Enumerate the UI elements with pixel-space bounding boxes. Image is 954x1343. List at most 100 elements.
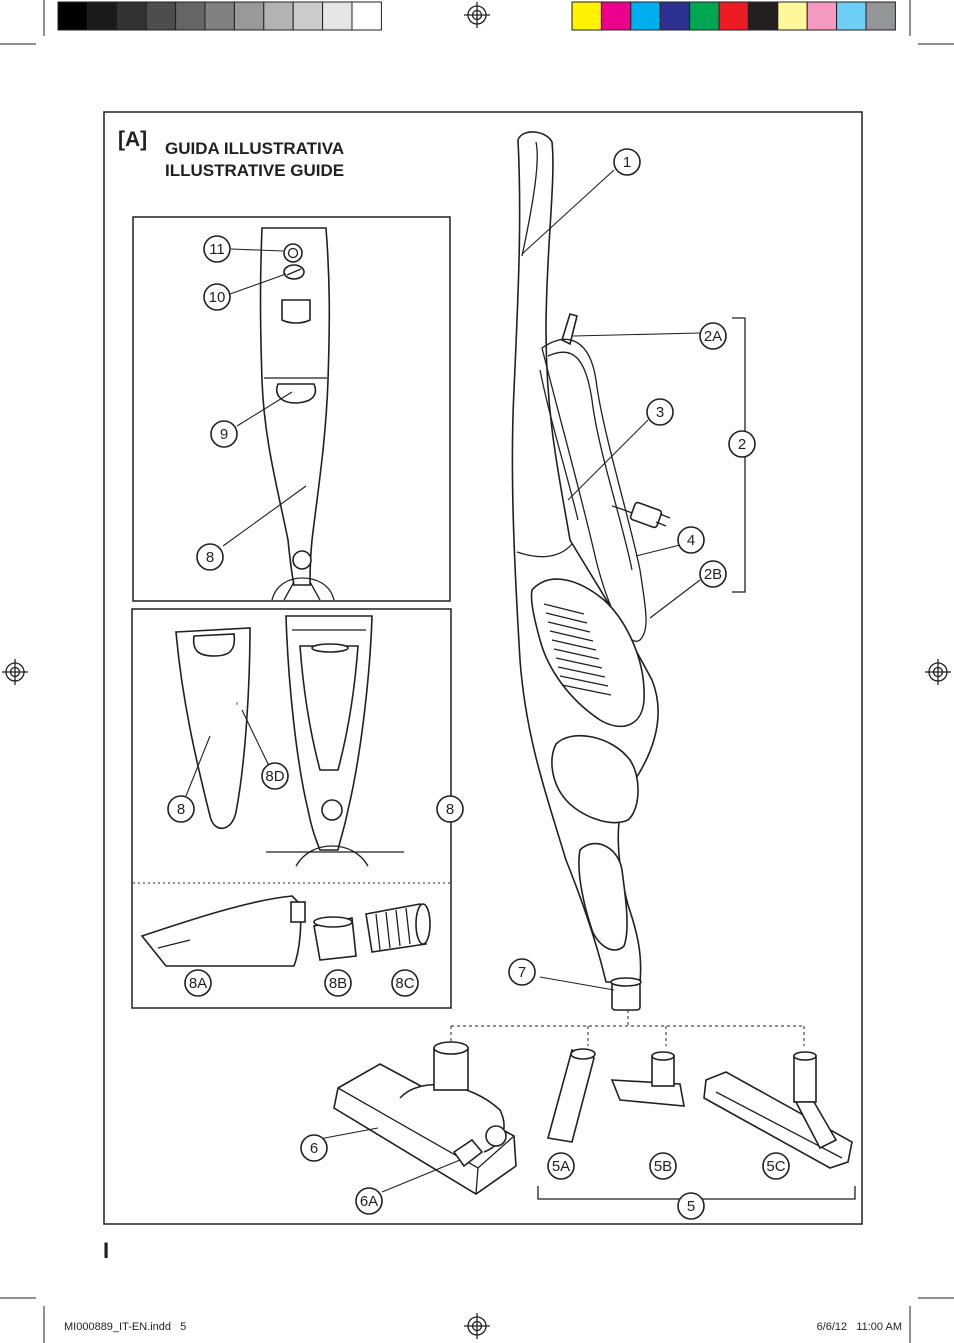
callout-8-handheld: 8	[196, 543, 224, 571]
dust-bin-open-illustration	[140, 895, 306, 967]
callout-8-handle: 8	[167, 795, 195, 823]
callout-3: 3	[646, 398, 674, 426]
callout-5: 5	[677, 1192, 705, 1220]
color-swatch	[571, 1, 602, 31]
color-swatch	[630, 1, 661, 31]
callout-10: 10	[203, 283, 231, 311]
callout-1: 1	[613, 148, 641, 176]
svg-text:5: 5	[687, 1198, 695, 1215]
grille-slat	[543, 603, 585, 615]
callout-8d: 8D	[261, 762, 289, 790]
svg-text:8D: 8D	[265, 768, 284, 785]
svg-text:7: 7	[518, 964, 526, 981]
svg-text:5C: 5C	[766, 1158, 785, 1175]
grille-slat	[551, 639, 597, 651]
svg-text:5B: 5B	[654, 1158, 672, 1175]
svg-text:2B: 2B	[704, 566, 722, 583]
registration-mark-right-icon	[925, 659, 951, 685]
grille-slat	[547, 621, 591, 633]
parquet-brush-5c-illustration	[703, 1051, 853, 1169]
crevice-tool-5a-illustration	[546, 1048, 596, 1143]
callout-8b: 8B	[324, 969, 352, 997]
callout-5a: 5A	[547, 1152, 575, 1180]
callout-2a: 2A	[699, 322, 727, 350]
color-swatch	[865, 1, 896, 31]
registration-mark-top-icon	[464, 2, 490, 28]
accessory-connector-dotted	[450, 1010, 805, 1046]
color-swatch	[777, 1, 808, 31]
color-swatch	[659, 1, 691, 31]
footer-date-info: 6/6/12 11:00 AM	[817, 1321, 902, 1333]
svg-text:8: 8	[177, 801, 185, 818]
grille-slat	[553, 648, 600, 660]
svg-text:8: 8	[206, 549, 214, 566]
grille-slat	[557, 666, 606, 678]
callout-9: 9	[210, 420, 238, 448]
svg-text:11: 11	[209, 241, 225, 258]
color-swatch	[351, 1, 382, 31]
callout-5c: 5C	[762, 1152, 790, 1180]
heading-title-english: ILLUSTRATIVE GUIDE	[165, 161, 344, 180]
page-marker: I	[103, 1238, 109, 1263]
main-frame	[103, 111, 863, 1225]
color-swatch	[175, 1, 206, 31]
svg-text:1: 1	[623, 154, 631, 171]
upholstery-nozzle-5b-illustration	[610, 1051, 685, 1107]
color-swatch	[233, 1, 265, 31]
registration-mark-left-icon	[2, 659, 28, 685]
callout-7: 7	[508, 958, 536, 986]
color-swatch-strip	[571, 1, 896, 31]
callout-2b: 2B	[699, 560, 727, 588]
panel-handheld-unit	[132, 216, 451, 602]
grille-slat	[559, 675, 609, 687]
heading-code: [A]	[118, 128, 147, 151]
callout-6a: 6A	[355, 1187, 383, 1215]
svg-text:4: 4	[687, 532, 695, 549]
callout-8c: 8C	[391, 969, 419, 997]
heading-title-italian: GUIDA ILLUSTRATIVA	[165, 139, 344, 158]
callout-8a: 8A	[184, 969, 212, 997]
callout-6: 6	[300, 1134, 328, 1162]
svg-text:6: 6	[310, 1140, 318, 1157]
registration-mark-bottom-icon	[464, 1313, 490, 1339]
grille-slat	[549, 630, 594, 642]
floor-brush-6-illustration	[333, 1041, 517, 1195]
callout-8-right: 8	[436, 795, 464, 823]
color-swatch	[86, 1, 118, 31]
color-swatch	[600, 1, 632, 31]
color-swatch	[263, 1, 294, 31]
svg-text:ᴿ: ᴿ	[236, 702, 239, 708]
svg-text:5A: 5A	[552, 1158, 570, 1175]
color-swatch	[689, 1, 720, 31]
filter-8c-illustration	[365, 903, 431, 953]
color-swatch	[747, 1, 779, 31]
callout-2: 2	[728, 430, 756, 458]
svg-text:8B: 8B	[329, 975, 347, 992]
svg-text:10: 10	[209, 289, 226, 306]
grille-slat	[555, 657, 603, 669]
callout-5b: 5B	[649, 1152, 677, 1180]
grille-slat	[545, 612, 588, 624]
color-swatch	[145, 1, 177, 31]
svg-text:8C: 8C	[395, 975, 414, 992]
svg-text:9: 9	[220, 426, 228, 443]
filter-8b-illustration	[313, 916, 357, 961]
footer-file-info: MI000889_IT-EN.indd 5	[64, 1321, 186, 1333]
gray-swatch-strip	[57, 1, 382, 31]
color-swatch	[204, 1, 235, 31]
grille-slat	[561, 684, 612, 696]
upright-vacuum-illustration	[511, 131, 671, 1011]
color-swatch	[116, 1, 147, 31]
handheld-unit-illustration	[259, 227, 335, 601]
color-swatch	[292, 1, 324, 31]
svg-text:2A: 2A	[704, 328, 722, 345]
svg-text:3: 3	[656, 404, 664, 421]
color-swatch	[718, 1, 749, 31]
color-swatch	[806, 1, 838, 31]
svg-text:2: 2	[738, 436, 746, 453]
dust-container-illustration	[266, 615, 404, 867]
color-swatch	[57, 1, 88, 31]
leader-lines	[185, 169, 701, 1193]
